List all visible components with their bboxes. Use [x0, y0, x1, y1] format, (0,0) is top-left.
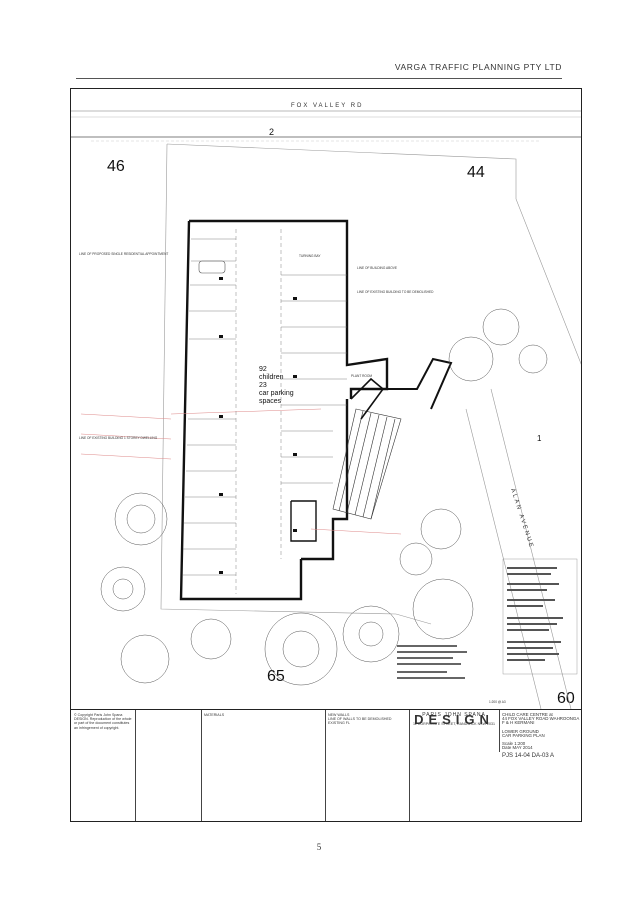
materials-legend-title: MATERIALS: [204, 713, 225, 717]
drawing-title-2: CAR PARKING PLAN: [502, 732, 545, 738]
line-building-above-label: LINE OF BUILDING ABOVE: [357, 266, 397, 270]
plant-room-label: PLANT ROOM: [351, 374, 372, 378]
lot-left-number: 46: [107, 158, 125, 175]
turning-bay-label: TURNING BAY: [299, 254, 321, 258]
side-road-name: ALAN AVENUE: [509, 488, 534, 550]
road-name: FOX VALLEY RD: [291, 103, 363, 109]
side-lot-number: 1: [537, 434, 542, 443]
project-title-1: CHILD CARE CENTRE at: [502, 712, 553, 717]
centre-note-spaces-label: spaces: [259, 398, 282, 405]
firm-address: 11 CORPORATE STREET, RANDWICK NSW 2031: [413, 722, 495, 727]
drawing-sheet: FOX VALLEY RD 2 46 44 65 60 ALAN AVENUE …: [70, 88, 582, 822]
centre-note-spaces-count: 23: [259, 382, 267, 389]
firm-top: PARIS JOHN SPANA: [422, 712, 486, 718]
title-block-general: [135, 710, 202, 821]
site-plan: FOX VALLEY RD 2 46 44 65 60 ALAN AVENUE …: [71, 103, 581, 709]
drawing-title-1: LOWER GROUND: [502, 728, 539, 734]
page-number: 5: [316, 842, 322, 852]
scale-note: 1:200 @ A3: [489, 700, 506, 704]
firm-box: PARIS JOHN SPANA DESIGN 11 CORPORATE STR…: [409, 710, 500, 752]
line-existing-storey-label: LINE OF EXISTING BUILDING 1 STOREY DWELL…: [79, 436, 158, 440]
title-block-legend: NEW WALLS LINE OF WALLS TO BE DEMOLISHED…: [325, 710, 410, 821]
line-existing-demolished-label: LINE OF EXISTING BUILDING TO BE DEMOLISH…: [357, 290, 434, 294]
project-box: CHILD CARE CENTRE at 44 FOX VALLEY ROAD …: [499, 710, 581, 821]
lot-corner-number: 60: [557, 690, 575, 707]
lot-right-number: 44: [467, 164, 485, 181]
job-reference: PJS 14-04 DA-03: [502, 753, 549, 760]
project-client: F & H KERMANI: [502, 720, 535, 726]
walls-demolished-label: LINE OF WALLS TO BE DEMOLISHED: [328, 717, 392, 722]
centre-note-parking-label: car parking: [259, 390, 294, 397]
centre-note-children-count: 92: [259, 366, 267, 373]
date-label: Date: [502, 745, 512, 751]
title-block-materials: MATERIALS: [201, 710, 326, 821]
title-block-notes: © Copyright Paris John Spana DESIGN. Rep…: [71, 710, 136, 821]
title-block: © Copyright Paris John Spana DESIGN. Rep…: [71, 709, 581, 821]
centre-note-children-label: children: [259, 374, 284, 381]
road-lot-number: 2: [269, 127, 274, 137]
scale-label: Scale: [502, 741, 513, 747]
new-walls-label: NEW WALLS: [328, 713, 350, 717]
project-title-2: 44 FOX VALLEY ROAD WAHROONGA: [502, 716, 580, 722]
date-value: MAY 2014: [512, 745, 533, 751]
line-proposed-label: LINE OF PROPOSED SINGLE RESIDENTIAL APPO…: [79, 252, 168, 256]
copyright-note: © Copyright Paris John Spana DESIGN. Rep…: [74, 713, 132, 730]
company-name: VARGA TRAFFIC PLANNING PTY LTD: [394, 62, 562, 72]
existing-fl-label: EXISTING FL: [328, 721, 350, 726]
revision: A: [550, 753, 555, 760]
page-header: VARGA TRAFFIC PLANNING PTY LTD: [76, 60, 562, 79]
scale-value: 1:200: [514, 741, 526, 747]
lot-bottom-number: 65: [267, 668, 285, 685]
